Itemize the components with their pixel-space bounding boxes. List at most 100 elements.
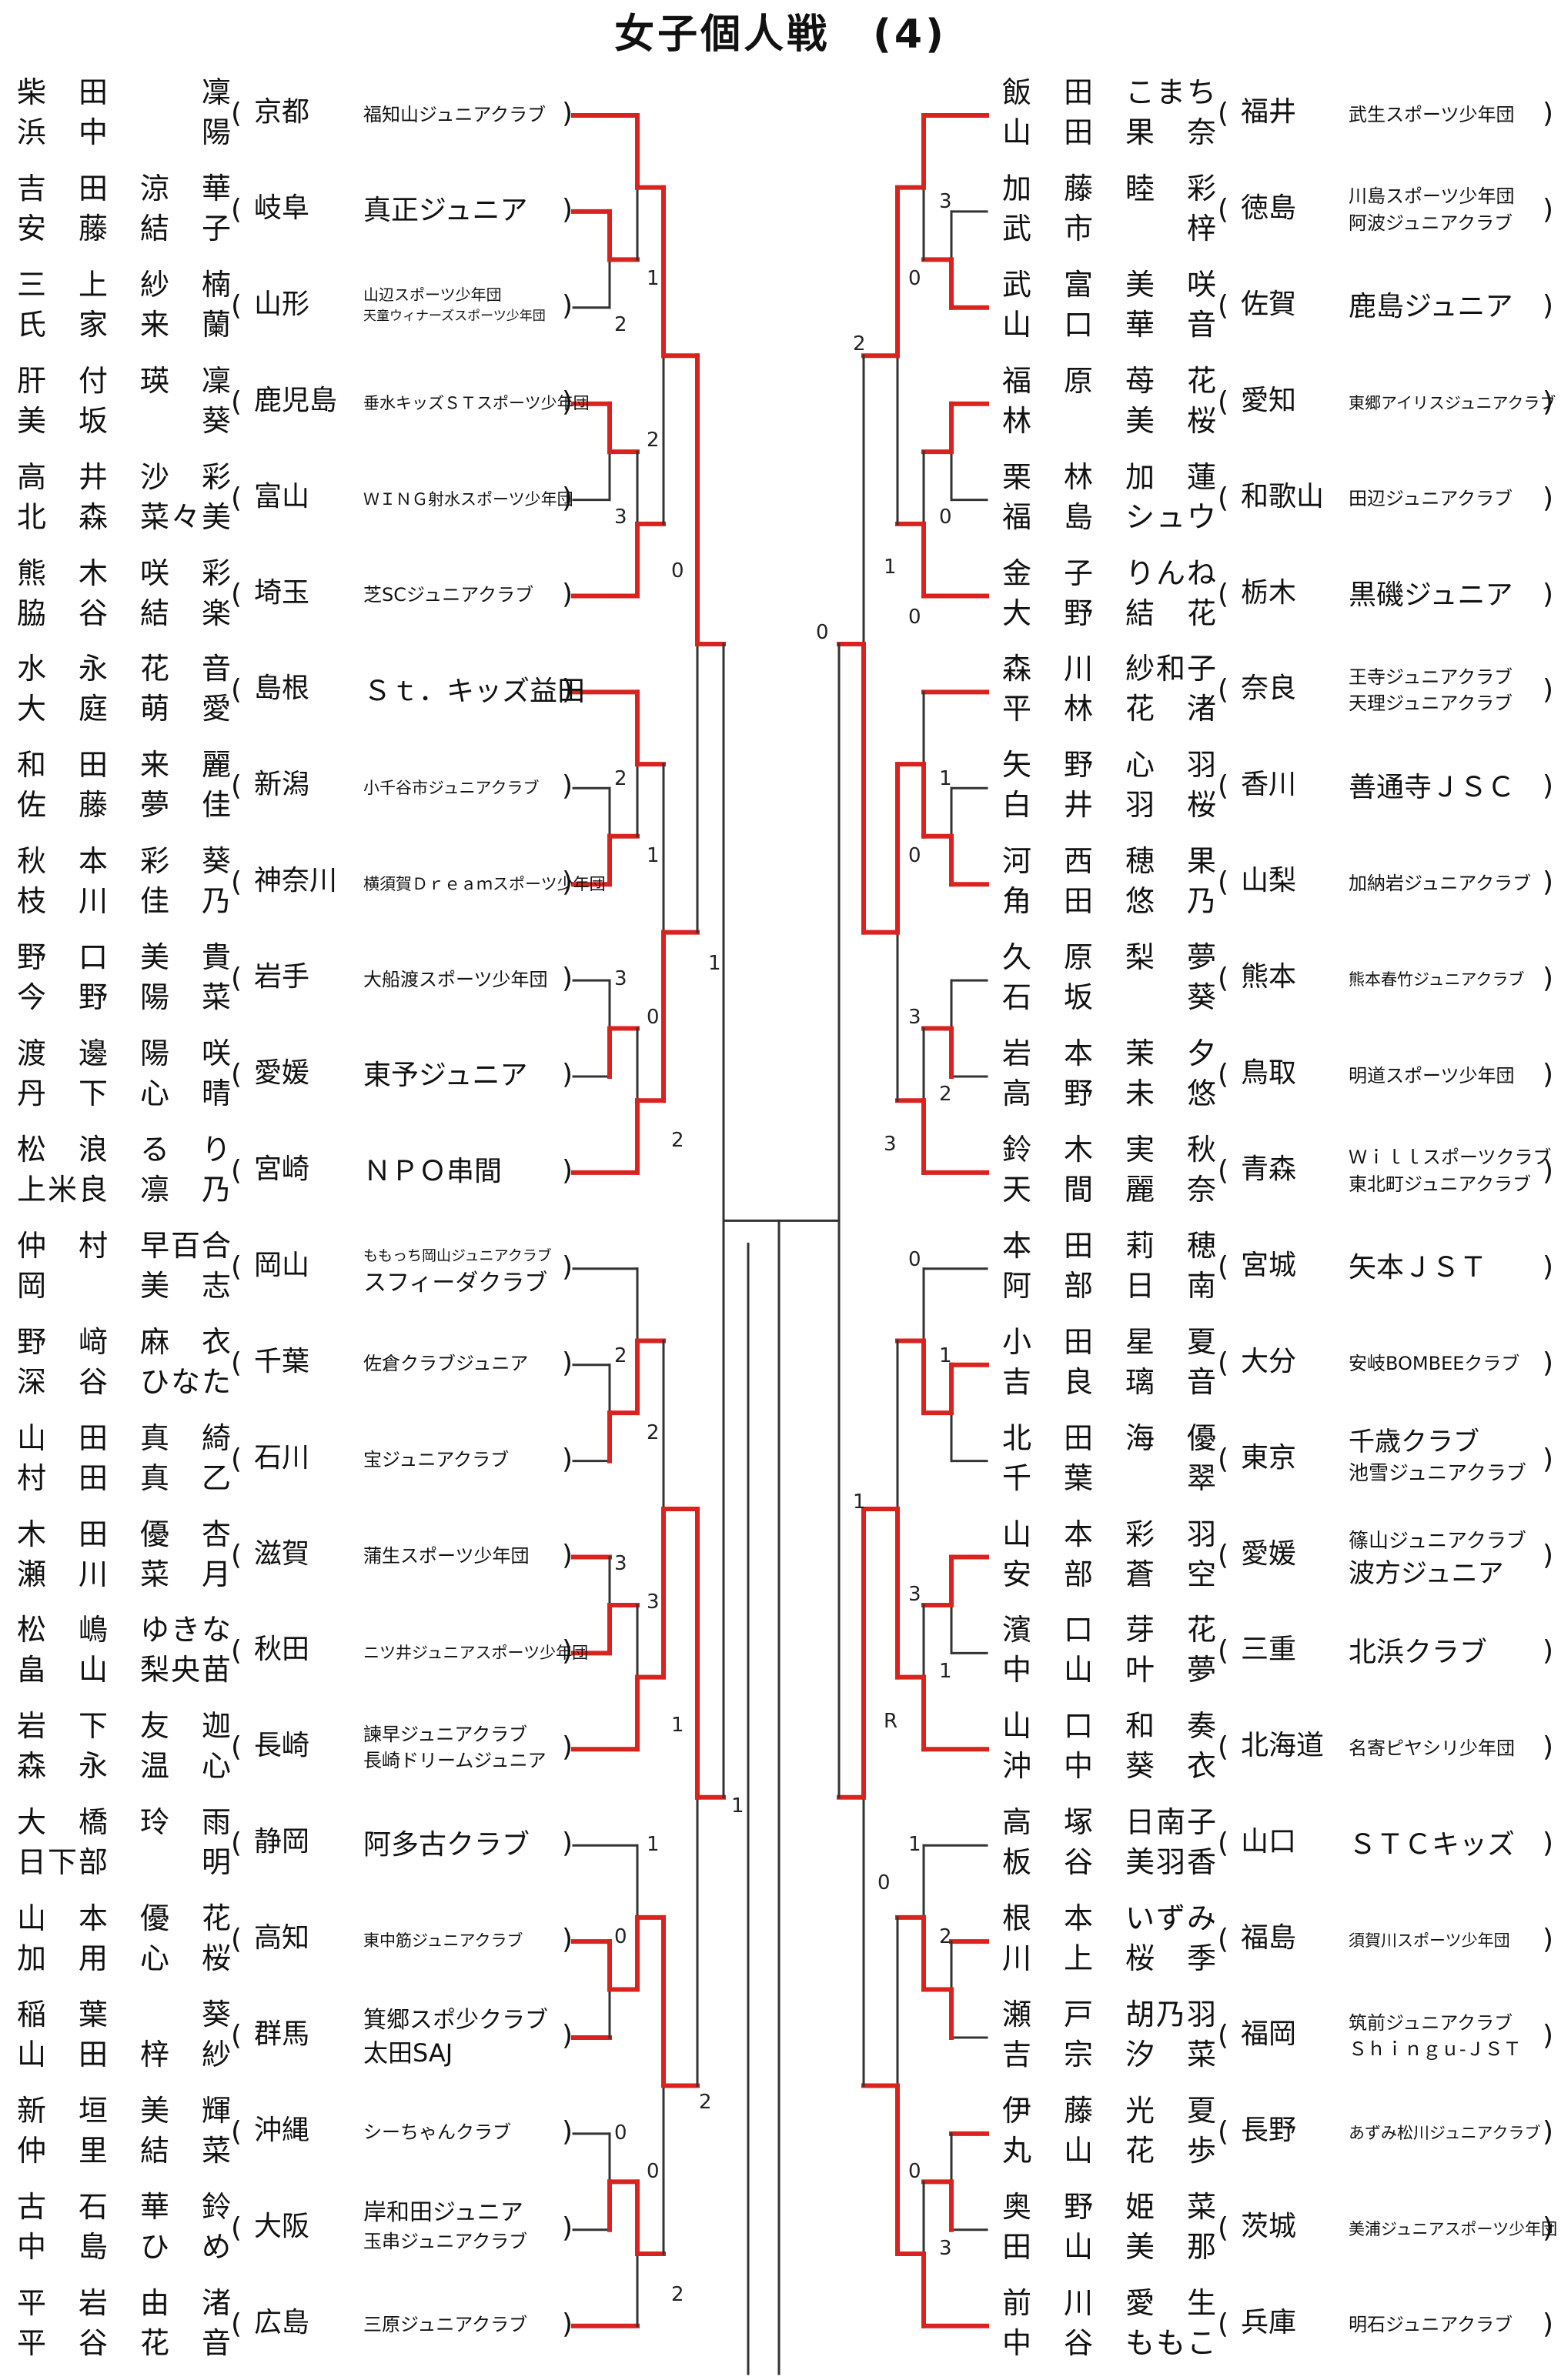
close-paren: ) [1543, 289, 1554, 322]
player-name: 脇 谷 結 楽 [17, 596, 233, 630]
open-paren: ( [231, 2115, 242, 2148]
player-name: 和 田 来 麗 [17, 748, 233, 783]
open-paren: ( [231, 1635, 242, 1667]
prefecture: 滋賀 [254, 1537, 310, 1570]
close-paren: ) [1543, 2020, 1554, 2051]
player-name: 仲 里 結 菜 [17, 2133, 233, 2168]
close-paren: ) [562, 2308, 573, 2340]
right-entry: 前 川 愛 生中 谷 ももこ(兵庫明石ジュニアクラブ) [0, 2278, 1561, 2374]
club-name: 明道スポーツ少年団 [1349, 1064, 1515, 1087]
player-name: 今 野 陽 菜 [17, 980, 233, 1015]
score-label: 0 [908, 844, 921, 867]
player-name: 水 永 花 音 [17, 652, 233, 686]
score-label: 2 [699, 2091, 712, 2114]
player-name: 稲 葉 葵 [17, 1998, 233, 2031]
player-name: 秋 本 彩 葵 [17, 844, 233, 879]
close-paren: ) [562, 2115, 573, 2148]
left-entry: 松 嶋 ゆきな畠 山 梨央苗(秋田ニツ井ジュニアスポーツ少年団) [0, 1605, 1561, 1701]
club-name: 真正ジュニア [363, 195, 528, 227]
close-paren: ) [1543, 1924, 1554, 1956]
right-entry: 北 田 海 優千 葉 翠(東京千歳クラブ池雪ジュニアクラブ) [0, 1414, 1561, 1509]
prefecture: 群馬 [254, 2018, 310, 2050]
open-paren: ( [231, 2211, 242, 2244]
club-name: 天理ジュニアクラブ [1349, 693, 1513, 715]
right-entry: 本 田 莉 穂阿 部 日 南(宮城矢本ＪＳＴ) [0, 1221, 1561, 1317]
score-label: 0 [908, 606, 921, 629]
left-entry: 新 垣 美 輝仲 里 結 菜(沖縄シーちゃんクラブ) [0, 2086, 1561, 2181]
player-name: 金 子 りんね [1002, 556, 1218, 590]
player-name: 木 田 優 杏 [17, 1517, 233, 1551]
open-paren: ( [231, 1347, 242, 1379]
score-label: 2 [647, 1421, 660, 1444]
close-paren: ) [1543, 1539, 1554, 1571]
player-name: 平 谷 花 音 [17, 2325, 233, 2360]
open-paren: ( [1218, 963, 1229, 995]
club-name: 池雪ジュニアクラブ [1349, 1461, 1526, 1485]
prefecture: 広島 [254, 2306, 310, 2338]
prefecture: 山形 [254, 288, 310, 320]
left-entry: 和 田 来 麗佐 藤 夢 佳(新潟小千谷市ジュニアクラブ) [0, 740, 1561, 836]
player-name: 北 田 海 優 [1002, 1420, 1218, 1455]
prefecture: 岡山 [254, 1249, 310, 1281]
right-entry: 河 西 穂 果角 田 悠 乃(山梨加納岩ジュニアクラブ) [0, 836, 1561, 932]
club-name: 玉串ジュニアクラブ [363, 2230, 528, 2252]
player-name: 瀬 戸 胡乃羽 [1002, 1998, 1218, 2031]
close-paren: ) [562, 578, 573, 610]
close-paren: ) [1543, 1250, 1554, 1283]
club-name: 美浦ジュニアスポーツ少年団 [1349, 2220, 1558, 2239]
player-name: 肝 付 瑛 凜 [17, 363, 233, 398]
player-name: 矢 野 心 羽 [1002, 748, 1218, 783]
player-name: 鈴 木 実 秋 [1002, 1132, 1218, 1167]
player-name: 美 坂 葵 [17, 403, 233, 438]
prefecture: 青森 [1241, 1153, 1297, 1185]
player-name: 日下部 明 [17, 1845, 233, 1880]
left-entry: 稲 葉 葵山 田 梓 紗(群馬箕郷スポ少クラブ太田SAJ) [0, 1990, 1561, 2085]
right-entry: 小 田 星 夏吉 良 璃 音(大分安岐BOMBEEクラブ) [0, 1317, 1561, 1413]
close-paren: ) [562, 1154, 573, 1187]
left-entry: 野 口 美 貴今 野 陽 菜(岩手大船渡スポーツ少年団) [0, 933, 1561, 1028]
player-name: 森 永 温 心 [17, 1749, 233, 1784]
club-name: 武生スポーツ少年団 [1349, 103, 1515, 125]
score-label: 3 [884, 1133, 897, 1156]
close-paren: ) [1543, 770, 1554, 803]
left-entry: 吉 田 涼 華安 藤 結 子(岐阜真正ジュニア) [0, 164, 1561, 259]
club-name: スフィーダクラブ [363, 1269, 548, 1297]
score-label: 2 [853, 332, 866, 355]
player-name: 阿 部 日 南 [1002, 1268, 1218, 1303]
close-paren: ) [1543, 1154, 1554, 1187]
player-name: 沖 中 葵 衣 [1002, 1749, 1218, 1784]
score-label: 0 [908, 267, 921, 290]
player-name: 福 島 シュウ [1002, 499, 1218, 534]
left-entry: 秋 本 彩 葵枝 川 佳 乃(神奈川横須賀Ｄｒｅａｍスポーツ少年団) [0, 836, 1561, 932]
club-name: 王寺ジュニアクラブ [1349, 666, 1513, 688]
player-name: 武 市 梓 [1002, 211, 1218, 245]
prefecture: 千葉 [254, 1345, 310, 1377]
open-paren: ( [231, 1443, 242, 1475]
open-paren: ( [231, 1539, 242, 1571]
club-name: 大船渡スポーツ少年団 [363, 968, 548, 990]
score-label: 3 [908, 1006, 921, 1029]
club-name: 東郷アイリスジュニアクラブ [1349, 394, 1556, 413]
open-paren: ( [1218, 1443, 1229, 1475]
right-entry: 福 原 苺 花林 美 桜(愛知東郷アイリスジュニアクラブ) [0, 356, 1561, 452]
left-entry: 肝 付 瑛 凜美 坂 葵(鹿児島垂水キッズＳＴスポーツ少年団) [0, 356, 1561, 452]
close-paren: ) [562, 963, 573, 995]
player-name: 森 川 紗和子 [1002, 652, 1218, 686]
close-paren: ) [1543, 1731, 1554, 1764]
player-name: 天 間 麗 奈 [1002, 1172, 1218, 1207]
player-name: 山 口 華 音 [1002, 307, 1218, 342]
player-name: 高 野 未 悠 [1002, 1077, 1218, 1110]
open-paren: ( [231, 1924, 242, 1956]
close-paren: ) [1543, 98, 1554, 129]
close-paren: ) [562, 1731, 573, 1764]
player-name: 山 本 優 花 [17, 1901, 233, 1936]
left-entry: 岩 下 友 迦森 永 温 心(長崎諫早ジュニアクラブ長崎ドリームジュニア) [0, 1701, 1561, 1797]
club-name: 黒磯ジュニア [1349, 579, 1513, 611]
open-paren: ( [231, 193, 242, 225]
score-label: 1 [939, 1344, 952, 1367]
right-entry: 金 子 りんね大 野 結 花(栃木黒磯ジュニア) [0, 549, 1561, 644]
score-label: 0 [908, 2160, 921, 2183]
open-paren: ( [231, 482, 242, 514]
left-entry: 平 岩 由 渚平 谷 花 音(広島三原ジュニアクラブ) [0, 2278, 1561, 2374]
